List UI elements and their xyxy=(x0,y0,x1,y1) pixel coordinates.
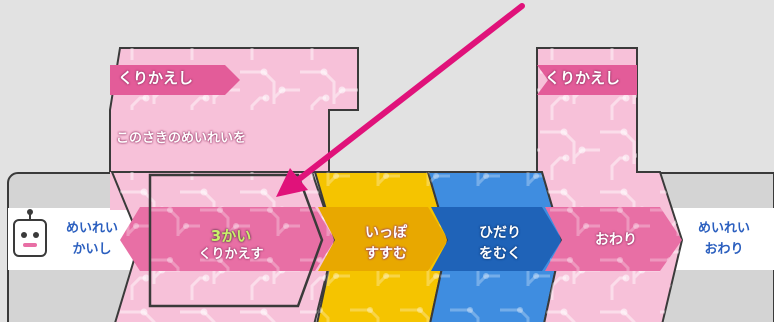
left-label-line2: をむく xyxy=(452,246,548,262)
repeat-count-label: 3かい xyxy=(176,228,286,245)
end-label-line2: おわり xyxy=(680,243,768,258)
left-label-line1: ひだり xyxy=(452,225,548,241)
loop-ribbon-label: くりかえし xyxy=(118,70,193,87)
forward-label-line1: いっぽ xyxy=(338,225,434,241)
start-label-line1: めいれい xyxy=(48,222,136,237)
end-label-line1: めいれい xyxy=(680,222,768,237)
end-loop-label: おわり xyxy=(568,232,664,248)
forward-label-line2: すすむ xyxy=(338,246,434,262)
end-loop-ribbon-label: くりかえし xyxy=(545,70,620,87)
repeat-action-label: くりかえす xyxy=(176,248,286,263)
start-label-line2: かいし xyxy=(48,243,136,258)
loop-subtitle: このさきのめいれいを xyxy=(116,132,246,147)
